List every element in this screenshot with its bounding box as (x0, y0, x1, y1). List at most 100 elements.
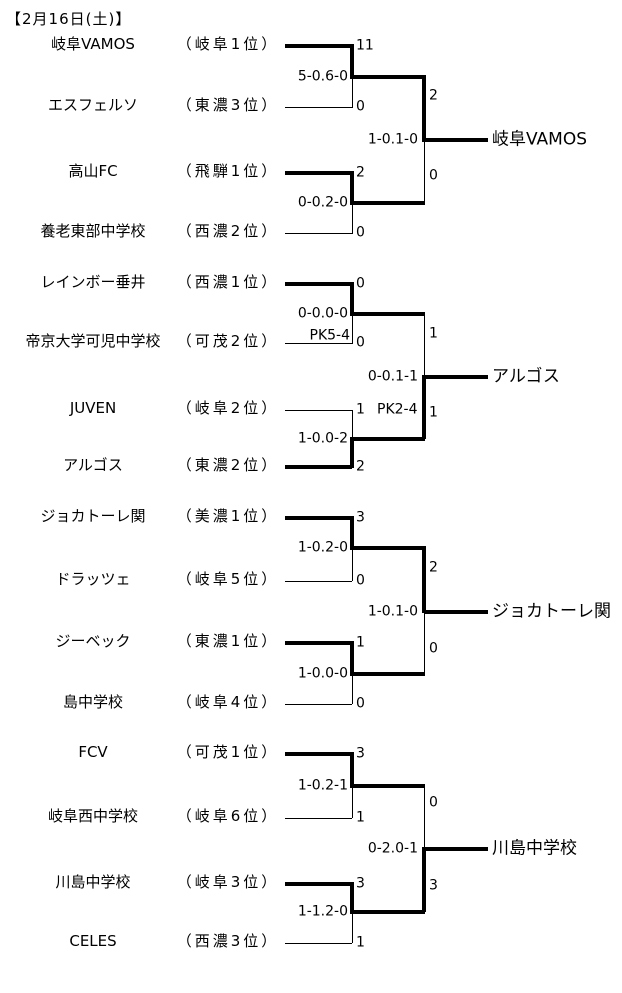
bracket-line (285, 704, 352, 705)
team-name: ジョカトーレ関 (40, 506, 146, 525)
pk-score: PK5-4 (309, 327, 351, 344)
team-seed: （東濃3位） (176, 95, 280, 114)
match-score: 1 (356, 401, 365, 418)
bracket-line (350, 437, 354, 468)
advancing-team-label: ジョカトーレ関 (492, 601, 611, 622)
match-score: 0 (356, 224, 365, 241)
bracket-line (285, 516, 352, 520)
bracket-line (352, 674, 353, 704)
bracket-line (352, 312, 425, 316)
team-seed: （東濃1位） (176, 631, 280, 650)
half-time-score: 0-0.2-0 (297, 194, 348, 211)
match-score: 0 (356, 695, 365, 712)
team-name: CELES (69, 931, 117, 950)
semifinal-score: 3 (429, 877, 438, 894)
bracket-line (352, 672, 425, 676)
match-score: 0 (356, 334, 365, 351)
bracket-line (285, 282, 352, 286)
team-seed: （飛騨1位） (176, 161, 280, 180)
pk-score: PK2-4 (377, 401, 418, 418)
bracket-line (352, 437, 425, 441)
team-seed: （東濃2位） (176, 455, 280, 474)
bracket-line (350, 171, 354, 205)
semifinal-score: 0 (429, 640, 438, 657)
bracket-line (350, 516, 354, 550)
bracket-line (424, 847, 488, 851)
half-time-score: 0-0.0-0 (297, 305, 348, 322)
team-seed: （岐阜5位） (176, 569, 280, 588)
bracket-line (422, 75, 426, 142)
semifinal-half-score: 0-0.1-1 (367, 368, 418, 385)
bracket-line (424, 314, 425, 377)
team-name: 岐阜西中学校 (47, 806, 138, 825)
match-score: 3 (356, 509, 365, 526)
bracket-line (424, 610, 488, 614)
team-seed: （岐阜1位） (176, 34, 280, 53)
team-seed: （岐阜4位） (176, 692, 280, 711)
bracket-line (352, 203, 353, 234)
bracket-line (285, 233, 352, 234)
bracket-line (285, 581, 352, 582)
team-name: 養老東部中学校 (40, 221, 146, 240)
team-name: エスフェルソ (47, 95, 138, 114)
team-name: FCV (78, 742, 108, 761)
bracket-line (285, 641, 352, 645)
bracket-line (424, 375, 488, 379)
half-time-score: 1-1.2-0 (297, 903, 348, 920)
bracket-line (424, 612, 425, 674)
half-time-score: 1-0.0-2 (297, 430, 348, 447)
team-seed: （西濃1位） (176, 272, 280, 291)
bracket-line (352, 201, 425, 205)
match-score: 2 (356, 458, 365, 475)
bracket-line (285, 44, 352, 48)
team-seed: （岐阜6位） (176, 806, 280, 825)
bracket-line (422, 546, 426, 613)
team-name: 帝京大学可児中学校 (25, 331, 161, 350)
team-name: JUVEN (69, 398, 117, 417)
bracket-line (352, 410, 353, 439)
team-name: アルゴス (63, 455, 123, 474)
bracket-line (285, 818, 352, 819)
match-score: 1 (356, 634, 365, 651)
half-time-score: 1-0.2-0 (297, 539, 348, 556)
match-score: 1 (356, 809, 365, 826)
bracket-line (424, 786, 425, 849)
advancing-team-label: アルゴス (492, 366, 560, 387)
advancing-team-label: 岐阜VAMOS (492, 129, 588, 150)
team-name: 川島中学校 (55, 872, 131, 891)
match-score: 0 (356, 98, 365, 115)
match-score: 1 (356, 934, 365, 951)
bracket-line (350, 282, 354, 316)
bracket-line (285, 171, 352, 175)
bracket-line (285, 465, 352, 469)
team-seed: （可茂1位） (176, 742, 280, 761)
half-time-score: 1-0.2-1 (297, 777, 348, 794)
semifinal-score: 0 (429, 794, 438, 811)
bracket-line (285, 882, 352, 886)
bracket-line (352, 912, 353, 943)
advancing-team-label: 川島中学校 (492, 838, 577, 859)
bracket-line (350, 882, 354, 914)
team-seed: （岐阜2位） (176, 398, 280, 417)
team-name: ジーベック (55, 631, 131, 650)
semifinal-half-score: 1-0.1-0 (367, 603, 418, 620)
team-name: 岐阜VAMOS (51, 34, 135, 53)
half-time-score: 1-0.0-0 (297, 665, 348, 682)
bracket-line (352, 784, 425, 788)
team-name: レインボー垂井 (40, 272, 146, 291)
bracket-line (352, 314, 353, 344)
bracket-line (285, 343, 352, 344)
semifinal-half-score: 1-0.1-0 (367, 131, 418, 148)
match-score: 2 (356, 164, 365, 181)
date-header: 【2月16日(土)】 (6, 9, 132, 28)
bracket-line (352, 77, 353, 108)
semifinal-half-score: 0-2.0-1 (367, 840, 418, 857)
bracket-line (352, 786, 353, 818)
bracket-line (352, 548, 353, 581)
bracket-line (350, 44, 354, 79)
team-name: 島中学校 (62, 692, 123, 711)
semifinal-score: 0 (429, 167, 438, 184)
bracket-line (422, 847, 426, 912)
semifinal-score: 2 (429, 559, 438, 576)
